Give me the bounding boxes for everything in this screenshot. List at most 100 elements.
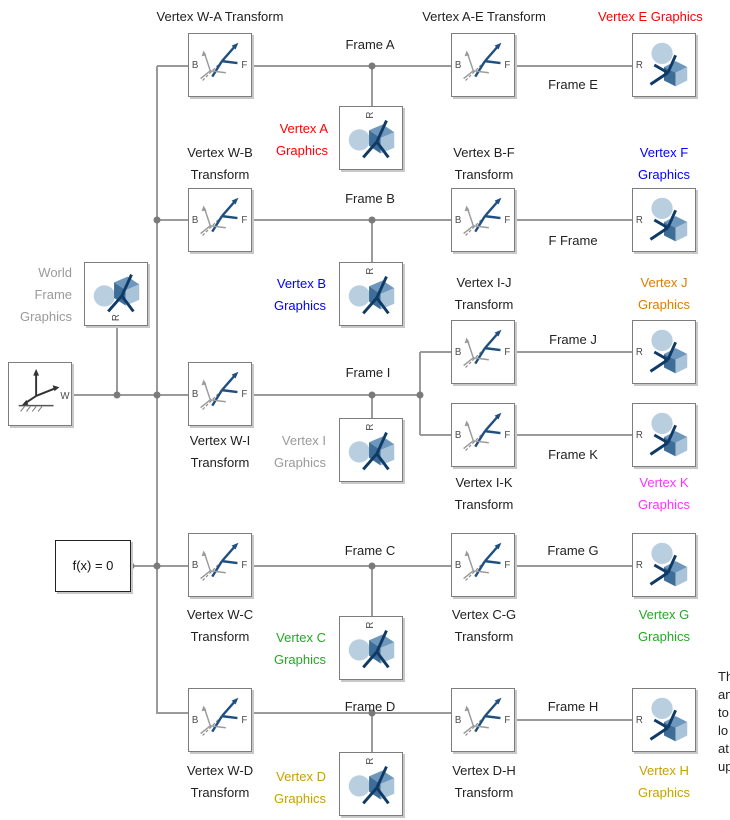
svg-text:R: R — [365, 112, 376, 119]
svg-text:B: B — [192, 560, 198, 571]
svg-text:B: B — [455, 60, 461, 71]
svg-text:R: R — [365, 758, 376, 765]
svg-text:B: B — [455, 560, 461, 571]
world-frame-block[interactable]: W — [8, 362, 72, 426]
svg-text:B: B — [455, 715, 461, 726]
transform-wi-block[interactable]: B F — [188, 362, 252, 426]
rigid-transform-icon: B F — [455, 412, 510, 451]
transform-wc-block[interactable]: B F — [188, 533, 252, 597]
rigid-transform-icon: B F — [192, 197, 247, 236]
frame-h-label: Frame H — [547, 699, 599, 714]
transform-ij-block[interactable]: B F — [451, 320, 515, 384]
svg-text:R: R — [365, 622, 376, 629]
transform-cg-block[interactable]: B F — [451, 533, 515, 597]
transform-ae-block[interactable]: B F — [451, 33, 515, 97]
transform-wb-block[interactable]: B F — [188, 188, 252, 252]
svg-text:F: F — [504, 560, 510, 571]
graphics-solid-icon: R — [93, 274, 140, 321]
graphics-solid-icon: R — [348, 758, 395, 805]
junction-dot — [368, 391, 376, 399]
svg-text:F: F — [241, 60, 247, 71]
transform-wi-label: Vertex W-I Transform — [189, 433, 251, 470]
transform-ik-block[interactable]: B F — [451, 403, 515, 467]
rigid-transform-icon: B F — [192, 42, 247, 81]
graphics-a-block[interactable]: R — [339, 106, 403, 170]
svg-text:R: R — [111, 314, 122, 321]
svg-text:B: B — [192, 215, 198, 226]
annotation-text-clipped: Th an to lo at up — [718, 669, 730, 774]
svg-text:B: B — [455, 430, 461, 441]
graphics-world-label: World Frame Graphics — [19, 265, 72, 324]
graphics-i-block[interactable]: R — [339, 418, 403, 482]
graphics-solid-icon: R — [348, 424, 395, 471]
graphics-e-block[interactable]: R — [632, 33, 696, 97]
frame-e-label: Frame E — [548, 77, 598, 92]
graphics-solid-icon: R — [348, 112, 395, 159]
graphics-d-label: Vertex D Graphics — [273, 769, 326, 806]
rigid-transform-icon: B F — [455, 329, 510, 368]
svg-text:F: F — [241, 215, 247, 226]
transform-ae-label: Vertex A-E Transform — [422, 9, 546, 24]
constraint-block[interactable]: f(x) = 0 — [55, 540, 131, 592]
graphics-solid-icon: R — [636, 412, 688, 457]
graphics-h-block[interactable]: R — [632, 688, 696, 752]
svg-text:R: R — [636, 215, 643, 226]
graphics-solid-icon: R — [636, 329, 688, 374]
transform-wc-label: Vertex W-C Transform — [186, 607, 254, 644]
transform-wa-block[interactable]: B F — [188, 33, 252, 97]
svg-text:B: B — [192, 389, 198, 400]
transform-wd-block[interactable]: B F — [188, 688, 252, 752]
graphics-h-label: Vertex H Graphics — [637, 763, 691, 800]
svg-text:F: F — [504, 715, 510, 726]
frame-i-label: Frame I — [345, 365, 391, 380]
svg-text:R: R — [636, 715, 643, 726]
rigid-transform-icon: B F — [192, 542, 247, 581]
junction-dot — [368, 216, 376, 224]
graphics-k-block[interactable]: R — [632, 403, 696, 467]
rigid-transform-icon: B F — [455, 697, 510, 736]
frame-a-label: Frame A — [345, 37, 395, 52]
graphics-j-block[interactable]: R — [632, 320, 696, 384]
frame-f-label: F Frame — [548, 233, 598, 248]
svg-text:B: B — [455, 215, 461, 226]
svg-text:R: R — [365, 424, 376, 431]
svg-text:B: B — [192, 60, 198, 71]
graphics-solid-icon: R — [636, 542, 688, 587]
transform-wa-label: Vertex W-A Transform — [156, 9, 284, 24]
rigid-transform-icon: B F — [455, 42, 510, 81]
junction-dot — [416, 391, 424, 399]
graphics-i-label: Vertex I Graphics — [273, 433, 326, 470]
graphics-j-label: Vertex J Graphics — [637, 275, 691, 312]
junction-dot — [153, 562, 161, 570]
graphics-d-block[interactable]: R — [339, 752, 403, 816]
graphics-a-label: Vertex A Graphics — [275, 121, 328, 158]
graphics-f-block[interactable]: R — [632, 188, 696, 252]
svg-text:R: R — [636, 560, 643, 571]
transform-bf-block[interactable]: B F — [451, 188, 515, 252]
svg-text:R: R — [365, 268, 376, 275]
svg-text:W: W — [60, 391, 70, 402]
svg-text:B: B — [192, 715, 198, 726]
svg-text:F: F — [241, 715, 247, 726]
rigid-transform-icon: B F — [192, 697, 247, 736]
rigid-transform-icon: B F — [455, 542, 510, 581]
graphics-g-block[interactable]: R — [632, 533, 696, 597]
junction-dot — [153, 216, 161, 224]
svg-text:F: F — [241, 560, 247, 571]
graphics-b-block[interactable]: R — [339, 262, 403, 326]
frame-c-label: Frame C — [344, 543, 396, 558]
svg-text:F: F — [504, 215, 510, 226]
graphics-e-label: Vertex E Graphics — [598, 9, 703, 24]
graphics-solid-icon: R — [348, 268, 395, 315]
rigid-transform-icon: B F — [455, 197, 510, 236]
transform-dh-label: Vertex D-H Transform — [452, 763, 516, 800]
transform-dh-block[interactable]: B F — [451, 688, 515, 752]
junction-dot — [113, 391, 121, 399]
svg-text:F: F — [504, 430, 510, 441]
graphics-solid-icon: R — [636, 697, 688, 742]
world-frame-graphics-block[interactable]: R — [84, 262, 148, 326]
world-frame-icon: W — [18, 368, 70, 412]
transform-wd-label: Vertex W-D Transform — [186, 763, 254, 800]
graphics-c-block[interactable]: R — [339, 616, 403, 680]
frame-b-label: Frame B — [345, 191, 395, 206]
